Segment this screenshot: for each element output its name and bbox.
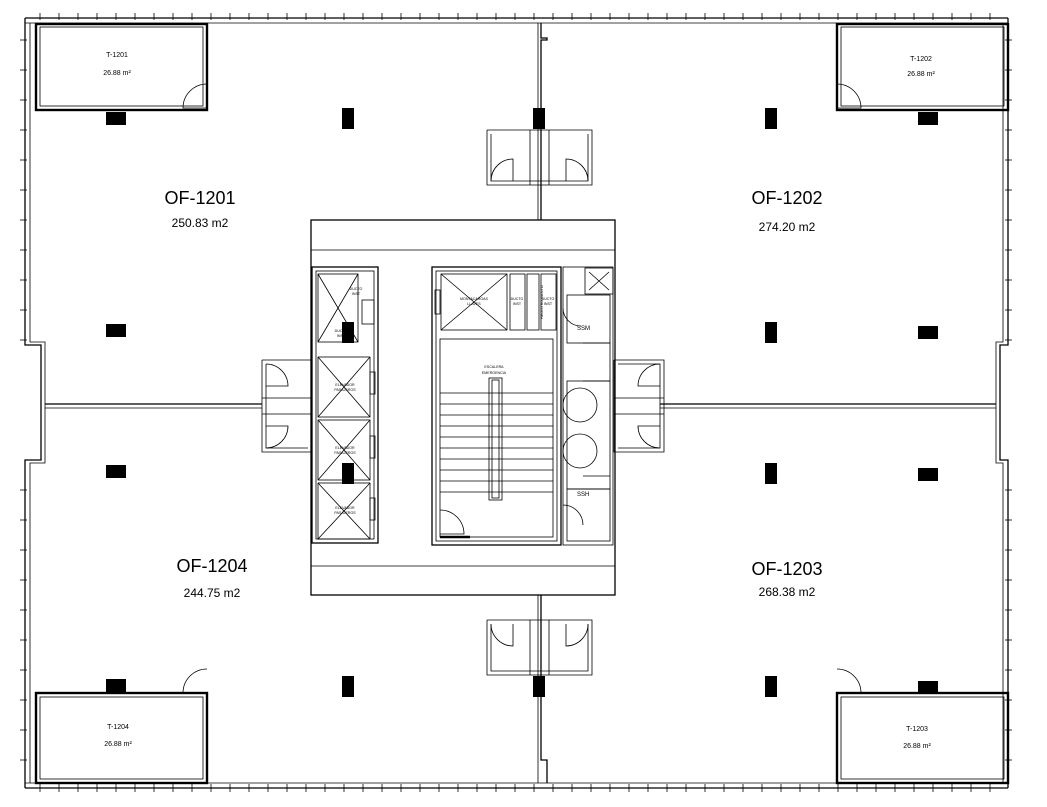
elevator-label: PASAJEROS bbox=[334, 511, 356, 515]
restrooms: SSM SSH bbox=[562, 266, 614, 546]
terrace-t1202: T-1202 26.88 m² bbox=[835, 22, 1010, 112]
elevator-label: PASAJEROS bbox=[334, 388, 356, 392]
terrace-area: 26.88 m² bbox=[907, 71, 935, 78]
freight-label: LLAVES bbox=[467, 302, 481, 306]
stair-treads bbox=[440, 392, 553, 493]
ssm-label: SSM bbox=[577, 326, 590, 332]
exterior-wall bbox=[24, 17, 1009, 789]
terrace-name: T-1203 bbox=[906, 726, 928, 733]
elevator-label: ELEVADOR bbox=[335, 383, 355, 387]
stair-label: ESCALERA bbox=[484, 365, 504, 369]
office-name: OF-1201 bbox=[164, 188, 235, 208]
elevator-label: ELEVADOR bbox=[335, 506, 355, 510]
mullions bbox=[20, 13, 1012, 792]
elevator-label: PASAJEROS bbox=[334, 451, 356, 455]
shaft-label: DUCTO bbox=[335, 329, 348, 333]
vestibule-right bbox=[613, 359, 665, 453]
elevator-bank: DUCTO INST DUCTO INST ELEVADOR PASAJEROS… bbox=[311, 266, 379, 544]
office-area: 268.38 m2 bbox=[759, 585, 816, 599]
elevator-label: ELEVADOR bbox=[335, 446, 355, 450]
duct-label: INST bbox=[513, 302, 522, 306]
office-name: OF-1203 bbox=[751, 559, 822, 579]
vestibule-bottom bbox=[486, 619, 593, 676]
office-name: OF-1202 bbox=[751, 188, 822, 208]
office-name: OF-1204 bbox=[176, 556, 247, 576]
terrace-t1201: T-1201 26.88 m² bbox=[34, 22, 209, 112]
stair-block: MONTACARGAS LLAVES DUCTO INST REGISTRO G… bbox=[431, 266, 562, 546]
duct-label: INST bbox=[544, 302, 553, 306]
office-labels: OF-1201 250.83 m2 OF-1202 274.20 m2 OF-1… bbox=[164, 188, 822, 600]
terrace-t1204: T-1204 26.88 m² bbox=[34, 668, 209, 785]
duct-label: DUCTO bbox=[542, 297, 555, 301]
terrace-name: T-1204 bbox=[107, 724, 129, 731]
duct-label: DUCTO bbox=[511, 297, 524, 301]
terrace-name: T-1201 bbox=[106, 52, 128, 59]
columns bbox=[106, 108, 938, 697]
office-area: 250.83 m2 bbox=[172, 216, 229, 230]
office-area: 274.20 m2 bbox=[759, 220, 816, 234]
ssh-label: SSH bbox=[577, 492, 589, 498]
partition-walls bbox=[45, 23, 996, 783]
terrace-area: 26.88 m² bbox=[903, 743, 931, 750]
duct-label: REGISTRO GAS/TO bbox=[540, 285, 544, 318]
office-area: 244.75 m2 bbox=[184, 586, 241, 600]
terrace-name: T-1202 bbox=[910, 56, 932, 63]
shaft-label: INST bbox=[352, 292, 361, 296]
terrace-area: 26.88 m² bbox=[104, 741, 132, 748]
freight-label: MONTACARGAS bbox=[460, 297, 488, 301]
service-core bbox=[310, 219, 616, 596]
vestibule-top bbox=[486, 129, 593, 186]
stair-label: EMERGENCIA bbox=[482, 371, 507, 375]
terrace-area: 26.88 m² bbox=[103, 70, 131, 77]
shaft-label: DUCTO bbox=[350, 287, 363, 291]
shaft-label: INST bbox=[337, 334, 346, 338]
vestibule-left bbox=[261, 359, 313, 453]
